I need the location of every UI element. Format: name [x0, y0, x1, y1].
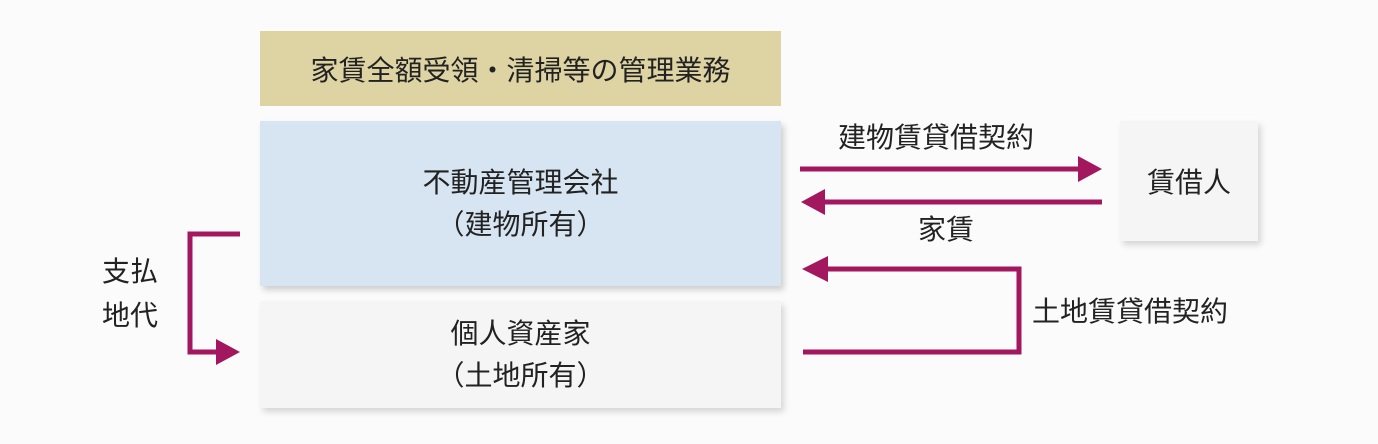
individual-name: 個人資産家 [450, 316, 591, 350]
ground-rent-payment-label: 支払 地代 [100, 250, 160, 338]
ground-rent-line1: 支払 [101, 255, 158, 288]
individual-ownership: （土地所有） [436, 358, 605, 392]
management-duties-header: 家賃全額受領・清掃等の管理業務 [260, 31, 781, 106]
rent-arrowhead [801, 189, 825, 215]
property-management-company-box: 不動産管理会社 （建物所有） [260, 121, 781, 286]
company-ownership: （建物所有） [436, 207, 605, 241]
tenant-box: 賃借人 [1120, 121, 1258, 241]
land-lease-contract-label: 土地賃貸借契約 [1032, 295, 1229, 328]
company-name: 不動産管理会社 [422, 165, 619, 199]
tenant-name: 賃借人 [1146, 166, 1231, 199]
land-contract-arrowhead [802, 256, 828, 282]
building-contract-arrowhead [1078, 156, 1102, 182]
management-duties-text: 家賃全額受領・清掃等の管理業務 [310, 53, 731, 87]
individual-investor-box: 個人資産家 （土地所有） [260, 301, 781, 408]
land-contract-arrow-line [803, 266, 1022, 355]
rent-label: 家賃 [918, 213, 975, 246]
ground-rent-line2: 地代 [101, 299, 158, 332]
ground-rent-arrow-line [187, 231, 240, 355]
ground-rent-arrowhead [216, 339, 240, 365]
building-lease-contract-label: 建物賃貸借契約 [838, 121, 1035, 154]
